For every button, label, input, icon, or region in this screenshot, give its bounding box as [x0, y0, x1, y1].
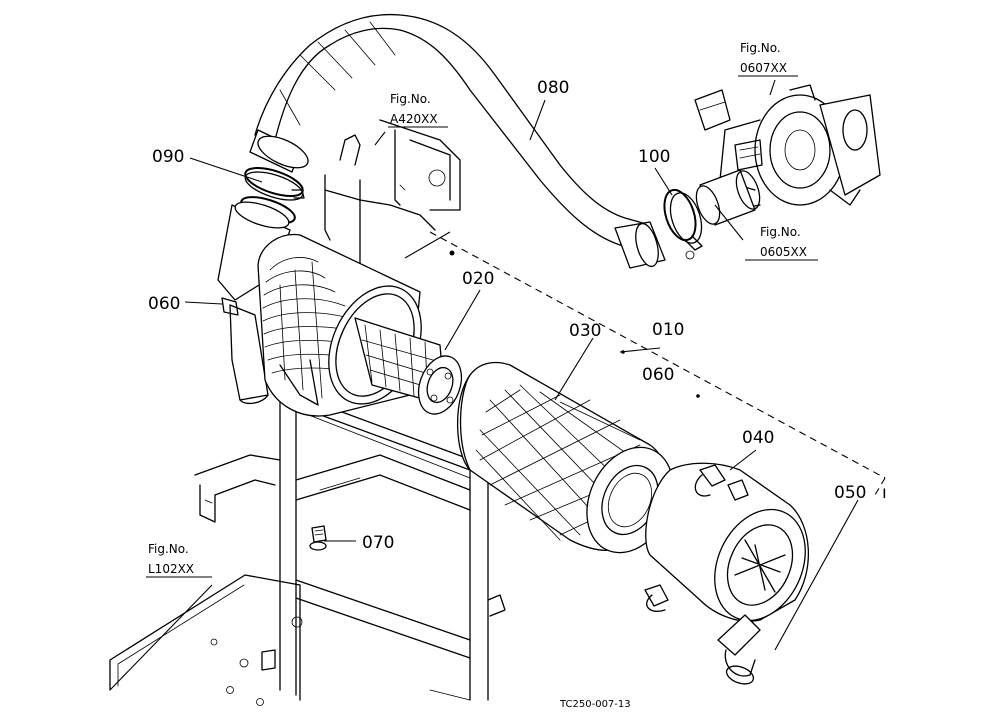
leader-lines — [109, 79, 859, 691]
callout-060-body: 060 — [148, 294, 180, 314]
cover-040 — [644, 462, 810, 685]
callout-040: 040 — [742, 428, 774, 448]
fig-ref-0607-label: Fig.No. — [740, 41, 781, 55]
callout-020: 020 — [462, 269, 494, 289]
fig-ref-0605: Fig.No. 0605XX — [745, 225, 818, 261]
fig-ref-a420: Fig.No. A420XX — [388, 92, 448, 128]
callout-080: 080 — [537, 78, 569, 98]
fig-ref-a420-number: A420XX — [390, 112, 438, 126]
callout-070: 070 — [362, 533, 394, 553]
callout-090: 090 — [152, 147, 184, 167]
callout-010: 010 — [652, 320, 684, 340]
callout-050-tick: ı — [882, 483, 887, 503]
intake-hose-080 — [249, 13, 666, 269]
engine-background — [324, 119, 461, 271]
callout-050: 050 — [834, 483, 866, 503]
mounting-frame — [109, 394, 506, 706]
fig-ref-0607: Fig.No. 0607XX — [738, 41, 798, 77]
safety-element-020 — [354, 317, 463, 415]
fig-ref-0605-label: Fig.No. — [760, 225, 801, 239]
callout-100: 100 — [638, 147, 670, 167]
fig-ref-a420-label: Fig.No. — [390, 92, 431, 106]
drawing-code: TC250-007-13 — [559, 699, 631, 710]
callout-030: 030 — [569, 321, 601, 341]
fig-ref-0607-number: 0607XX — [740, 61, 787, 75]
callout-labels: 090 060 020 030 010 060 040 050 070 080 … — [148, 78, 887, 553]
fig-ref-0605-number: 0605XX — [760, 245, 807, 259]
callout-060-assy: 060 — [642, 365, 674, 385]
fig-ref-l102-number: L102XX — [148, 562, 194, 576]
bolt-070 — [309, 525, 327, 551]
fig-ref-l102: Fig.No. L102XX — [146, 542, 212, 578]
hose-clamp-100 — [663, 188, 703, 260]
fig-ref-l102-label: Fig.No. — [148, 542, 189, 556]
turbocharger-assembly — [694, 84, 881, 226]
